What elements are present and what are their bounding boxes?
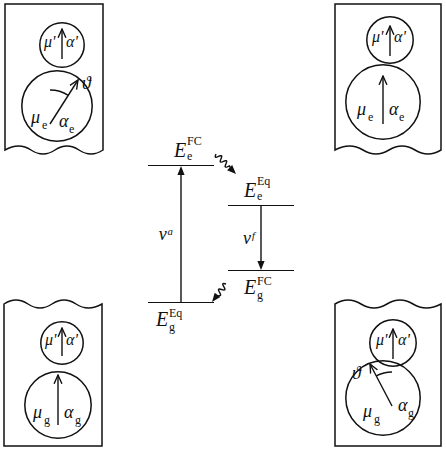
subscript: g — [374, 413, 380, 425]
energy-symbol: E — [174, 140, 186, 160]
subscript: e — [368, 111, 373, 123]
energy-level: EFC e — [148, 134, 214, 166]
solute-circle: μ' α' — [40, 321, 84, 365]
subscript: e — [257, 190, 262, 202]
moment-symbol: μ — [31, 108, 40, 126]
energy-symbol: E — [244, 277, 256, 297]
superscript: Eq — [169, 307, 182, 319]
polarizability-symbol: α — [64, 403, 73, 421]
moment-symbol: μ' — [376, 332, 387, 348]
superscript: FC — [257, 275, 272, 287]
subscript: g — [75, 414, 81, 426]
energy-level: EEq e — [228, 174, 294, 206]
energy-level: EEq g — [148, 302, 214, 338]
subscript: e — [69, 123, 74, 135]
subscript: g — [169, 321, 175, 333]
angle-arc — [376, 372, 392, 376]
transition-arrow — [177, 166, 184, 302]
dipole-arrow — [61, 29, 62, 59]
angle-label: ϑ — [82, 74, 91, 92]
solvent-circle: μeαe — [345, 64, 421, 140]
subscript: e — [399, 111, 404, 123]
circle-outline — [345, 64, 421, 140]
angle-label: ϑ — [352, 364, 361, 382]
subscript: e — [42, 119, 47, 131]
polarizability-symbol: α — [398, 396, 407, 414]
frequency-label: νᵃ — [157, 224, 176, 244]
subscript: g — [408, 407, 414, 419]
moment-symbol: μ — [357, 100, 366, 118]
dipole-arrow — [57, 375, 58, 425]
solute-circle: μ' α' — [39, 22, 85, 68]
solvent-circle: μgαg — [24, 371, 92, 439]
solute-circle: μ' α' — [366, 16, 414, 64]
polarizability-symbol: α — [59, 112, 68, 130]
polarizability-symbol: α' — [66, 34, 78, 50]
solute-circle: μ' α' — [369, 319, 417, 367]
moment-symbol: μ' — [45, 332, 56, 348]
subscript: g — [44, 414, 50, 426]
polarizability-symbol: α' — [394, 29, 406, 45]
dipole-arrow — [392, 329, 393, 359]
frequency-label: νᶠ — [241, 228, 256, 248]
energy-level: EFC g — [228, 270, 294, 306]
energy-symbol: E — [156, 309, 168, 329]
polarizability-symbol: α' — [398, 332, 410, 348]
polarizability-symbol: α' — [66, 332, 78, 348]
polarizability-symbol: α — [389, 100, 398, 118]
energy-symbol: E — [244, 180, 256, 200]
angle-arc — [50, 90, 68, 95]
solvent-cell — [335, 300, 441, 446]
superscript: FC — [187, 135, 202, 147]
superscript: Eq — [257, 175, 270, 187]
dipole-arrow — [61, 328, 62, 356]
moment-symbol: μ' — [44, 34, 55, 50]
subscript: g — [257, 289, 263, 301]
subscript: e — [187, 150, 192, 162]
solvent-cell — [4, 300, 102, 446]
dipole-arrow — [370, 364, 392, 406]
moment-symbol: μ' — [372, 29, 383, 45]
transition-arrow — [257, 206, 264, 270]
relaxation-arrow — [215, 154, 236, 174]
dipole-arrow — [382, 76, 383, 124]
solvent-cell — [5, 4, 103, 154]
solvent-cell — [335, 4, 441, 154]
dipole-arrow — [389, 26, 390, 56]
relaxation-arrow — [212, 284, 226, 302]
moment-symbol: μ — [33, 403, 42, 421]
moment-symbol: μ — [363, 402, 372, 420]
